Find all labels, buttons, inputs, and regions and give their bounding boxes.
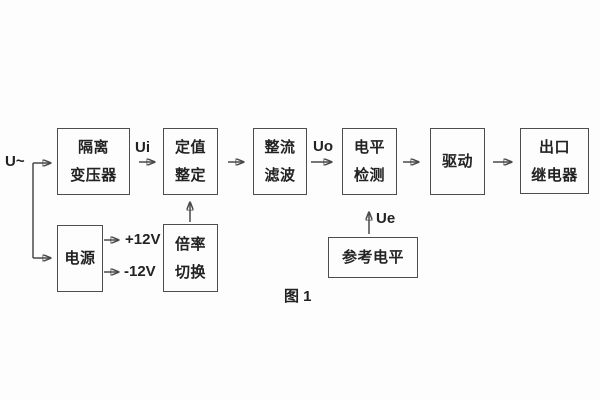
block-label: 出口 [538, 138, 570, 156]
block-power-supply: 电源 [57, 225, 103, 292]
block-label: 倍率 [174, 235, 206, 253]
block-ratio-switch: 倍率 切换 [163, 224, 218, 292]
block-drive: 驱动 [430, 128, 485, 195]
block-setpoint-setting: 定值 整定 [163, 128, 218, 195]
block-isolation-transformer: 隔离 变压器 [57, 128, 130, 195]
block-rectifier-filter: 整流 滤波 [253, 128, 307, 195]
block-label: 隔离 [77, 139, 109, 156]
signal-label-ue: Ue [376, 210, 396, 227]
block-label: 继电器 [531, 166, 578, 184]
block-output-relay: 出口 继电器 [520, 128, 589, 194]
block-label: 变压器 [70, 167, 117, 184]
rail-label-positive: +12V [125, 231, 161, 248]
block-label: 整定 [174, 167, 206, 184]
signal-label-uo: Uo [313, 138, 333, 155]
block-label: 电平 [353, 139, 385, 156]
block-label: 电源 [64, 250, 96, 267]
block-label: 驱动 [441, 153, 473, 170]
block-label: 切换 [174, 263, 206, 281]
block-label: 滤波 [264, 167, 296, 184]
signal-label-ui: Ui [135, 139, 150, 156]
figure-caption: 图 1 [284, 288, 312, 305]
block-level-detection: 电平 检测 [342, 128, 397, 195]
block-label: 参考电平 [341, 249, 404, 266]
signal-label-input: U~ [5, 153, 25, 170]
block-reference-level: 参考电平 [328, 237, 418, 278]
rail-label-negative: -12V [124, 263, 156, 280]
block-label: 检测 [353, 167, 385, 184]
block-label: 整流 [264, 139, 296, 156]
block-label: 定值 [174, 139, 206, 156]
